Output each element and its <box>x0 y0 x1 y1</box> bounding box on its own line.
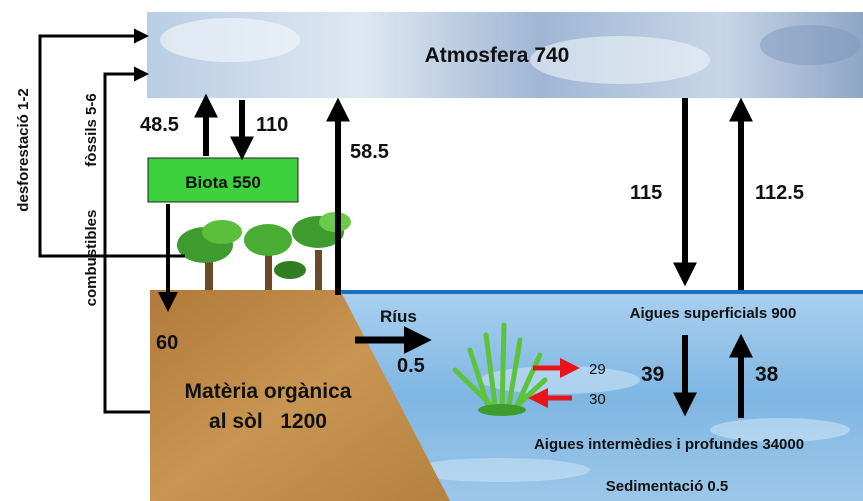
rivers-label: Ríus <box>380 307 417 326</box>
flux-atm-to-ocean: 115 <box>630 182 662 204</box>
flux-plant-out: 30 <box>589 391 606 408</box>
biota-box <box>147 157 299 203</box>
flux-plant-in: 29 <box>589 361 606 378</box>
flux-surface-to-deep: 39 <box>641 363 664 386</box>
soil-label-line2: al sòl 1200 <box>209 410 327 433</box>
cloud-shape <box>530 36 710 84</box>
cloud-shape <box>760 25 860 65</box>
fossil-fuels-path <box>103 66 150 414</box>
soil-area <box>150 290 450 501</box>
water-ripple <box>480 366 640 394</box>
trees-illustration <box>177 212 351 290</box>
flux-deep-to-surface: 38 <box>755 363 779 386</box>
flux-atm-to-biota: 110 <box>256 114 288 136</box>
atmosphere-label: Atmosfera 740 <box>425 44 570 67</box>
deep-water-label: Aigues intermèdies i profundes 34000 <box>534 436 804 453</box>
flux-soil-to-atm: 58.5 <box>350 141 389 163</box>
flux-biota-to-soil: 60 <box>156 332 178 354</box>
surface-water-label: Aigues superficials 900 <box>630 305 797 322</box>
soil-label-line1: Matèria orgànica <box>185 380 352 403</box>
deforestation-path <box>38 28 185 258</box>
water-ripple <box>410 458 590 482</box>
rivers-value: 0.5 <box>397 355 425 377</box>
biota-label: Biota 550 <box>185 173 261 192</box>
sedimentation-label: Sedimentació 0.5 <box>606 478 729 495</box>
fossil-fuels-label-a: combustibles <box>83 210 100 307</box>
cloud-shape <box>160 18 300 62</box>
fossil-fuels-label-b: fòssils 5-6 <box>83 93 100 166</box>
aquatic-plant-illustration <box>452 322 548 416</box>
flux-biota-to-atm: 48.5 <box>140 114 179 136</box>
water-ripple <box>710 418 850 442</box>
flux-ocean-to-atm: 112.5 <box>755 182 804 204</box>
deforestation-label: desforestació 1-2 <box>15 88 32 211</box>
